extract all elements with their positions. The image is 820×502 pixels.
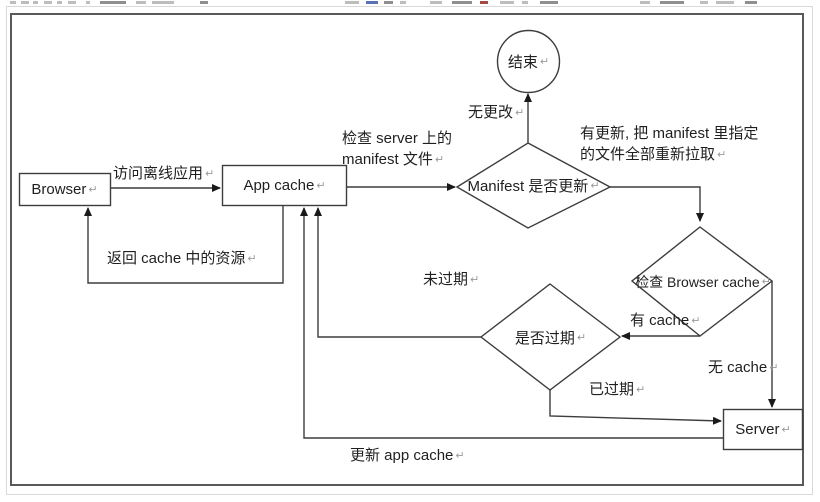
- edge-expiredcheck-to-server: [549, 389, 722, 425]
- edge-expiredcheck-to-appcache: [314, 207, 481, 338]
- node-browsercachecheck-outline: [630, 226, 774, 337]
- node-appcache-outline: [221, 164, 348, 207]
- return-mark: ↵: [205, 168, 215, 180]
- return-mark: ↵: [316, 179, 326, 192]
- edge-label-no-change: 无更改↵: [468, 104, 525, 121]
- edge-appcache-to-browser: [84, 205, 284, 284]
- return-mark: ↵: [455, 450, 465, 462]
- node-manifestcheck-outline: [455, 142, 612, 229]
- edge-label-has-update: 有更新, 把 manifest 里指定 的文件全部重新拉取↵: [580, 125, 759, 163]
- node-expiredcheck-outline: [479, 283, 622, 391]
- edge-label-return-cache-resources: 返回 cache 中的资源↵: [107, 250, 257, 267]
- edge-server-to-appcache: [300, 207, 723, 439]
- node-manifest-check-label: Manifest 是否更新: [467, 178, 589, 195]
- node-app-cache-label: App cache: [243, 176, 315, 194]
- node-server: Server↵: [723, 409, 803, 450]
- node-browser-cache-check: 检查 Browser cache↵: [631, 227, 775, 336]
- return-mark: ↵: [470, 274, 480, 286]
- return-mark: ↵: [761, 276, 771, 288]
- cropped-text-line: [0, 0, 820, 6]
- return-mark: ↵: [769, 362, 779, 374]
- edge-label-update-app-cache: 更新 app cache↵: [350, 447, 465, 464]
- edge-label-visit-offline: 访问离线应用↵: [113, 165, 215, 182]
- node-app-cache: App cache↵: [222, 165, 347, 205]
- node-end-label: 结束: [507, 53, 538, 71]
- node-browser: Browser↵: [19, 173, 110, 205]
- node-end: 结束↵: [497, 30, 560, 92]
- edge-label-check-manifest: 检查 server 上的 manifest 文件↵: [342, 130, 453, 168]
- return-mark: ↵: [691, 315, 701, 327]
- edge-label-no-cache: 无 cache↵: [708, 359, 779, 376]
- return-mark: ↵: [434, 154, 445, 166]
- edge-label-expired: 已过期↵: [589, 381, 646, 398]
- node-expired-check: 是否过期↵: [481, 284, 620, 390]
- return-mark: ↵: [717, 149, 727, 161]
- node-server-outline: [722, 408, 804, 451]
- return-mark: ↵: [576, 331, 587, 344]
- node-manifest-check: Manifest 是否更新↵: [457, 143, 610, 228]
- return-mark: ↵: [247, 253, 257, 265]
- edge-label-not-expired: 未过期↵: [423, 271, 480, 288]
- edge-label-has-cache: 有 cache↵: [630, 312, 701, 329]
- node-expired-check-label: 是否过期: [514, 329, 575, 347]
- node-browser-label: Browser: [31, 180, 87, 198]
- return-mark: ↵: [515, 107, 525, 119]
- node-browser-cache-check-label: 检查 Browser cache: [635, 273, 760, 290]
- return-mark: ↵: [636, 384, 646, 396]
- node-server-label: Server: [735, 421, 780, 438]
- return-mark: ↵: [590, 180, 600, 192]
- node-browser-outline: [18, 172, 112, 207]
- return-mark: ↵: [781, 424, 791, 436]
- return-mark: ↵: [539, 55, 550, 68]
- node-end-outline: [496, 29, 561, 94]
- edge-manifestcheck-to-browsercachecheck: [610, 186, 704, 222]
- return-mark: ↵: [88, 183, 98, 196]
